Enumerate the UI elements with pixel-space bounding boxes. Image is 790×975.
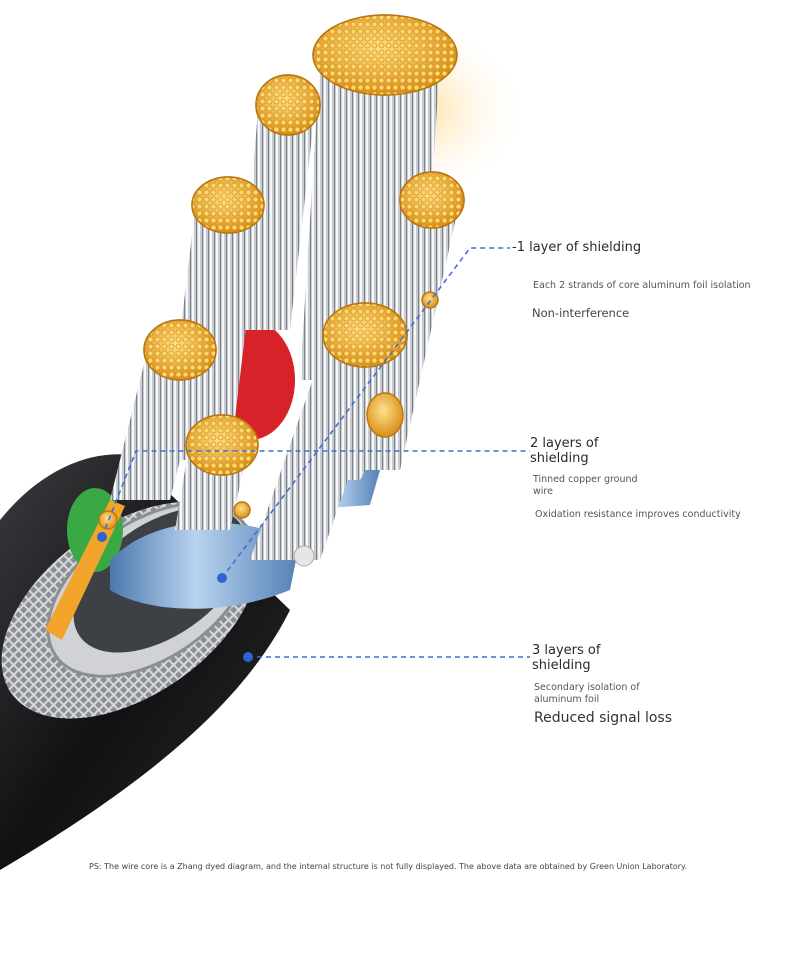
footnote: PS: The wire core is a Zhang dyed diagra… [89,862,688,871]
callout-1-highlight: Non-interference [532,306,630,320]
callout-2-title: 2 layers of shielding [530,436,599,466]
callout-1-detail: Each 2 strands of core aluminum foil iso… [533,280,751,291]
callout-3-title: 3 layers of shielding [532,643,601,673]
callout-2-highlight: Oxidation resistance improves conductivi… [535,509,741,520]
callout-3-detail: Secondary isolation of aluminum foil [534,682,640,705]
callout-1-title: -1 layer of shielding [512,240,642,255]
callout-3-highlight: Reduced signal loss [534,710,673,726]
callout-2-detail: Tinned copper ground wire [533,474,638,497]
